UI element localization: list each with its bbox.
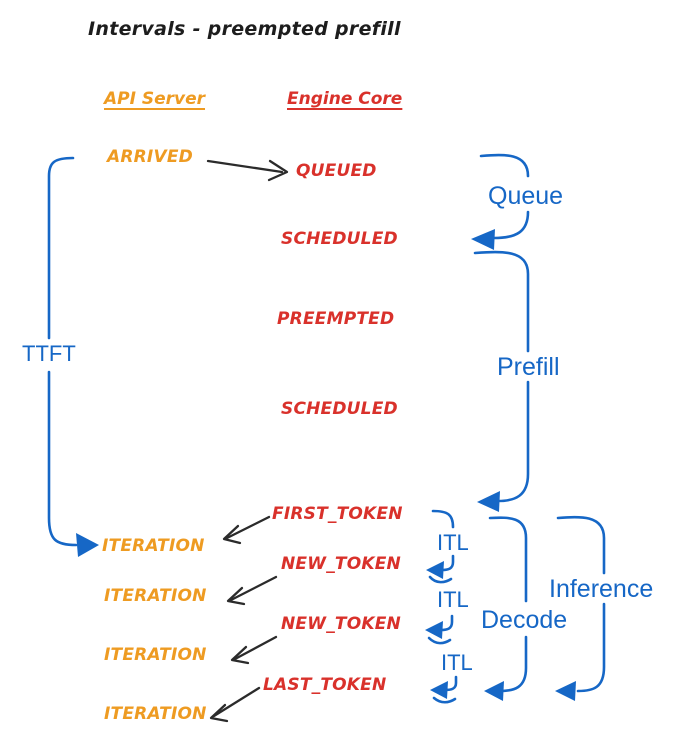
column-header-api-server: API Server [104, 89, 206, 109]
ttft-bracket [47, 156, 99, 557]
event-iteration-3: ITERATION [104, 645, 207, 665]
interval-itl-2: ITL [437, 587, 469, 612]
itl-arrowhead-icon [430, 681, 448, 699]
column-header-engine-core: Engine Core [287, 89, 403, 109]
new-token-1-to-iteration-arrow [226, 575, 278, 606]
arrived-to-queued-arrow [206, 159, 289, 182]
inference-arrowhead-icon [555, 681, 576, 701]
event-scheduled-2: SCHEDULED [281, 399, 398, 419]
event-iteration-2: ITERATION [104, 586, 207, 606]
interval-queue: Queue [488, 182, 564, 210]
decode-bracket [484, 516, 528, 701]
itl-bracket-2 [425, 614, 454, 645]
event-arrived: ARRIVED [107, 147, 193, 167]
last-token-to-iteration-arrow [209, 686, 261, 723]
inference-bracket [555, 515, 606, 701]
queue-arrowhead-icon [471, 229, 495, 250]
first-token-to-iteration-arrow [222, 515, 271, 545]
event-queued: QUEUED [296, 161, 377, 181]
event-iteration-1: ITERATION [102, 536, 205, 556]
ttft-arrowhead-icon [76, 533, 99, 557]
new-token-2-to-iteration-arrow [230, 635, 278, 665]
event-new-token-1: NEW_TOKEN [281, 554, 401, 574]
interval-inference: Inference [549, 575, 654, 603]
event-last-token: LAST_TOKEN [263, 675, 387, 695]
itl-arrowhead-icon [425, 621, 443, 639]
interval-ttft: TTFT [22, 341, 76, 366]
itl-arrowhead-icon [426, 561, 444, 579]
decode-arrowhead-icon [484, 681, 504, 701]
interval-itl-1: ITL [437, 530, 469, 555]
event-iteration-4: ITERATION [104, 704, 207, 724]
event-new-token-2: NEW_TOKEN [281, 614, 401, 634]
diagram-title: Intervals - preempted prefill [88, 18, 401, 40]
queue-bracket [471, 153, 530, 250]
prefill-arrowhead-icon [477, 491, 500, 512]
itl-bracket-1 [426, 509, 455, 584]
itl-bracket-3 [430, 675, 458, 704]
interval-itl-3: ITL [441, 650, 473, 675]
interval-prefill: Prefill [497, 353, 560, 381]
event-preempted: PREEMPTED [277, 309, 395, 329]
event-first-token: FIRST_TOKEN [272, 504, 403, 524]
interval-decode: Decode [481, 606, 568, 634]
prefill-bracket [473, 250, 530, 512]
event-scheduled-1: SCHEDULED [281, 229, 398, 249]
